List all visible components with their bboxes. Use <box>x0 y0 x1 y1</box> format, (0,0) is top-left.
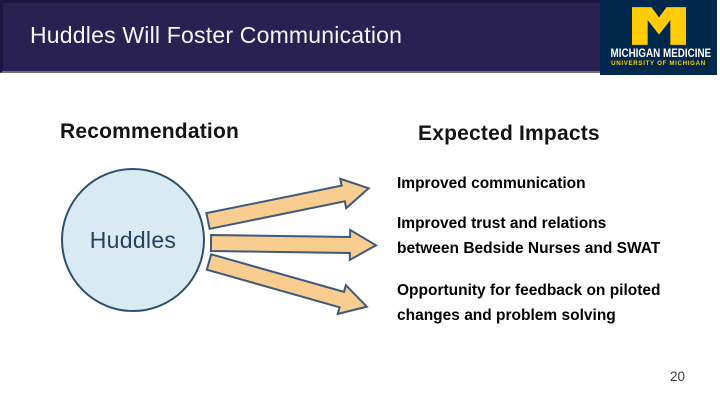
arrow-bottom-icon <box>205 253 369 316</box>
page-number: 20 <box>670 369 686 384</box>
logo-org-name: MICHIGAN MEDICINE <box>610 46 712 60</box>
slide-title: Huddles Will Foster Communication <box>30 22 403 48</box>
impact-line: Improved communication <box>397 175 586 192</box>
arrow-middle-icon <box>209 228 378 262</box>
block-m-icon <box>631 7 686 45</box>
impact-line: changes and problem solving <box>397 307 616 324</box>
impact-line: Improved trust and relations <box>397 215 607 232</box>
michigan-medicine-logo: MICHIGAN MEDICINE UNIVERSITY OF MICHIGAN <box>600 0 717 75</box>
logo-sub-name: UNIVERSITY OF MICHIGAN <box>611 60 706 67</box>
arrow-top-icon <box>205 177 371 231</box>
expected-impacts-heading: Expected Impacts <box>418 122 600 145</box>
impact-item-1: Improved communication <box>397 171 586 196</box>
impact-item-2: Improved trust and relations between Bed… <box>397 211 660 261</box>
huddles-node-label: Huddles <box>89 226 177 253</box>
impact-line: Opportunity for feedback on piloted <box>397 282 661 299</box>
huddles-node: Huddles <box>61 168 205 312</box>
slide-header: Huddles Will Foster Communication <box>0 0 717 73</box>
impact-item-3: Opportunity for feedback on piloted chan… <box>397 278 661 328</box>
impact-line: between Bedside Nurses and SWAT <box>397 240 661 257</box>
recommendation-heading: Recommendation <box>60 120 239 143</box>
